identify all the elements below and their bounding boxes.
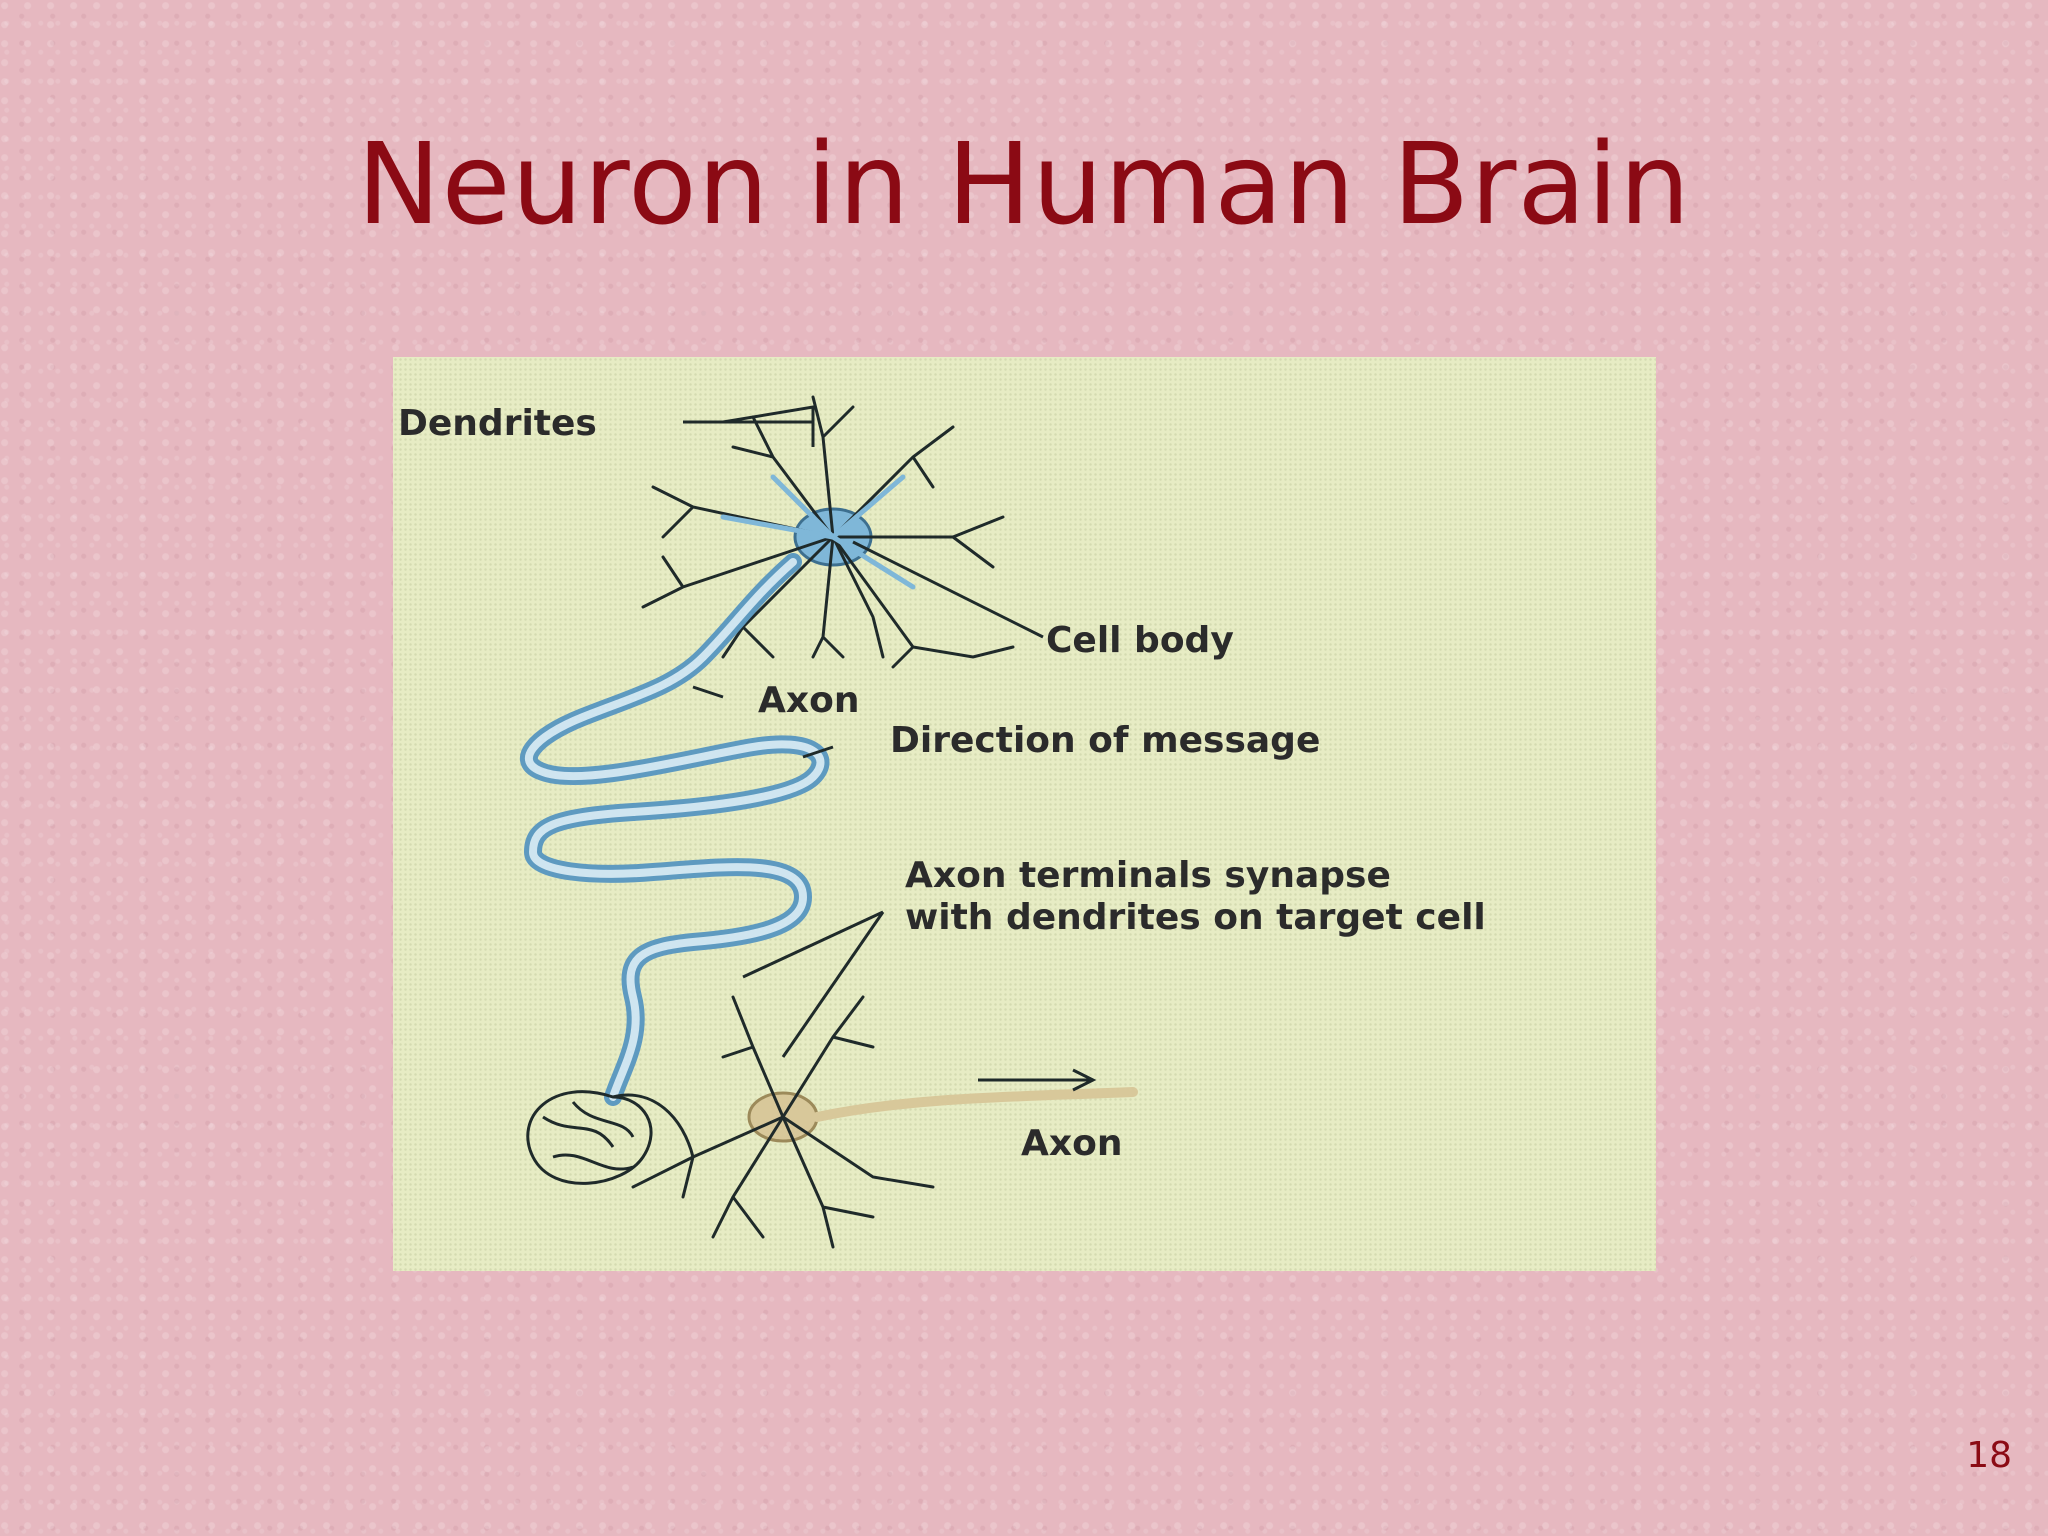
label-terminals-line2: with dendrites on target cell (905, 897, 1486, 938)
label-terminals-line1: Axon terminals synapse (905, 855, 1391, 896)
pointer-lines (683, 405, 1044, 1058)
axon-path-core (525, 558, 825, 1101)
lower-axon (812, 1087, 1138, 1122)
lower-neuron (631, 995, 1138, 1249)
axon-terminals (526, 1090, 695, 1185)
terminals-pointer-1 (742, 910, 884, 979)
label-axon-top: Axon (758, 680, 859, 721)
neuron-diagram-svg: Dendrites Cell body Axon Direction of me… (398, 395, 1486, 1249)
lower-dendrites (631, 995, 935, 1249)
terminals-pointer-2 (781, 911, 885, 1058)
axon-top-pointer (692, 685, 724, 699)
neuron-diagram: Dendrites Cell body Axon Direction of me… (393, 357, 1656, 1271)
label-dendrites: Dendrites (398, 403, 597, 444)
slide-title: Neuron in Human Brain (356, 120, 1692, 250)
upper-neuron (641, 395, 1015, 669)
dendrites-pointer (683, 405, 815, 447)
lower-direction-arrow (978, 1068, 1097, 1092)
label-cell-body: Cell body (1046, 620, 1234, 661)
label-axon-bottom: Axon (1021, 1123, 1122, 1164)
upper-dendrite-highlights (720, 474, 916, 590)
cell-body-pointer (852, 540, 1044, 639)
page-number: 18 (1966, 1435, 2012, 1476)
label-direction-of-message: Direction of message (890, 720, 1320, 761)
axon-path (520, 553, 830, 1106)
direction-pointer (802, 745, 834, 759)
